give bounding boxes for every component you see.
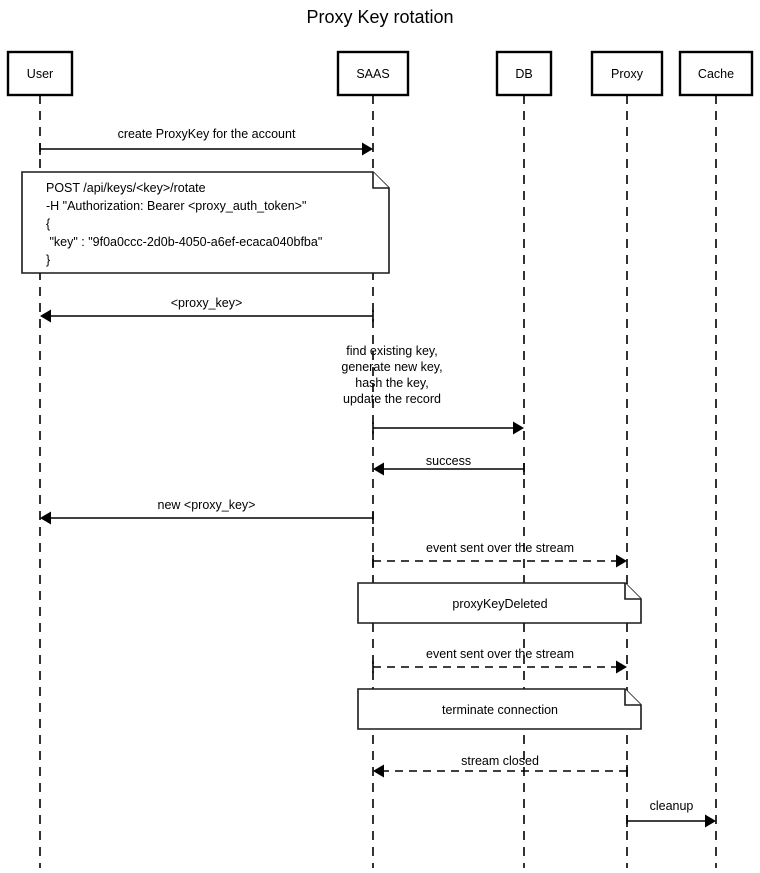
note-text-note-terminate-connection: terminate connection <box>442 703 558 717</box>
message-label-line: hash the key, <box>355 376 428 390</box>
participant-proxy[interactable]: Proxy <box>590 50 664 97</box>
participant-box-cache <box>678 50 754 97</box>
note-text-line: terminate connection <box>442 703 558 717</box>
message-arrowhead-m8 <box>373 764 384 778</box>
message-arrowhead-m6 <box>616 554 627 568</box>
note-text-line: proxyKeyDeleted <box>452 597 547 611</box>
participant-label-saas: SAAS <box>356 67 389 81</box>
page-title: Proxy Key rotation <box>306 7 453 27</box>
message-label-m7: event sent over the stream <box>426 647 574 661</box>
message-m8: stream closed <box>373 754 628 778</box>
message-label-line: <proxy_key> <box>171 296 243 310</box>
note-body-note-terminate-connection <box>357 688 642 730</box>
participant-label-cache: Cache <box>698 67 734 81</box>
note-body-note-proxy-key-deleted <box>357 582 642 624</box>
participant-label-user: User <box>27 67 53 81</box>
message-label-m1: create ProxyKey for the account <box>118 127 296 141</box>
note-note-request: POST /api/keys/<key>/rotate -H "Authoriza… <box>21 171 390 274</box>
message-label-line: event sent over the stream <box>426 541 574 555</box>
message-label-m2: <proxy_key> <box>171 296 243 310</box>
message-label-m5: new <proxy_key> <box>158 498 256 512</box>
note-fold-note-terminate-connection <box>624 689 641 706</box>
message-arrowhead-m4 <box>373 462 384 476</box>
participant-box-proxy <box>590 50 664 97</box>
message-label-line: event sent over the stream <box>426 647 574 661</box>
message-m3: find existing key, generate new key, hash … <box>341 344 524 435</box>
participant-cache[interactable]: Cache <box>678 50 754 97</box>
note-body-note-request <box>21 171 390 274</box>
message-m6: event sent over the stream <box>372 541 627 568</box>
note-note-terminate-connection: terminate connection <box>357 688 642 730</box>
participant-box-saas <box>336 50 410 97</box>
message-label-m6: event sent over the stream <box>426 541 574 555</box>
message-m1: create ProxyKey for the account <box>39 127 373 156</box>
message-arrowhead-m3 <box>513 421 524 435</box>
message-label-m3: find existing key, generate new key, hash … <box>341 344 442 406</box>
participant-box-user <box>6 50 74 97</box>
message-arrowhead-m1 <box>362 142 373 156</box>
message-m7: event sent over the stream <box>372 647 627 674</box>
note-text-note-request: POST /api/keys/<key>/rotate -H "Authoriza… <box>46 181 322 267</box>
note-text-line: "key" : "9f0a0ccc-2d0b-4050-a6ef-ecaca04… <box>46 235 322 249</box>
message-label-line: generate new key, <box>341 360 442 374</box>
message-label-line: create ProxyKey for the account <box>118 127 296 141</box>
messages-group: create ProxyKey for the account <proxy_ke… <box>39 127 716 828</box>
note-text-note-proxy-key-deleted: proxyKeyDeleted <box>452 597 547 611</box>
message-label-m4: success <box>426 454 471 468</box>
message-label-line: cleanup <box>650 799 694 813</box>
message-label-line: find existing key, <box>346 344 437 358</box>
message-m4: success <box>373 454 525 476</box>
note-fold-note-request <box>372 172 389 189</box>
message-arrowhead-m5 <box>40 511 51 525</box>
note-note-proxy-key-deleted: proxyKeyDeleted <box>357 582 642 624</box>
message-label-m9: cleanup <box>650 799 694 813</box>
message-label-line: new <proxy_key> <box>158 498 256 512</box>
message-m2: <proxy_key> <box>40 296 374 323</box>
note-fold-note-proxy-key-deleted <box>624 583 641 600</box>
note-text-line: { <box>46 217 50 231</box>
message-label-line: success <box>426 454 471 468</box>
message-arrowhead-m7 <box>616 660 627 674</box>
message-arrowhead-m2 <box>40 309 51 323</box>
note-text-line: -H "Authorization: Bearer <proxy_auth_to… <box>46 199 306 213</box>
participant-label-proxy: Proxy <box>611 67 644 81</box>
message-m9: cleanup <box>626 799 716 828</box>
message-arrowhead-m9 <box>705 814 716 828</box>
note-text-line: POST /api/keys/<key>/rotate <box>46 181 206 195</box>
participant-box-db <box>495 50 553 97</box>
message-m5: new <proxy_key> <box>40 498 374 525</box>
message-label-line: stream closed <box>461 754 539 768</box>
note-text-line: } <box>46 253 50 267</box>
message-label-line: update the record <box>343 392 441 406</box>
participant-label-db: DB <box>515 67 532 81</box>
participant-saas[interactable]: SAAS <box>336 50 410 97</box>
notes-group: POST /api/keys/<key>/rotate -H "Authoriza… <box>21 171 642 730</box>
message-label-m8: stream closed <box>461 754 539 768</box>
participant-user[interactable]: User <box>6 50 74 97</box>
participants-group: User SAAS DB Proxy Cache <box>6 50 754 97</box>
participant-db[interactable]: DB <box>495 50 553 97</box>
